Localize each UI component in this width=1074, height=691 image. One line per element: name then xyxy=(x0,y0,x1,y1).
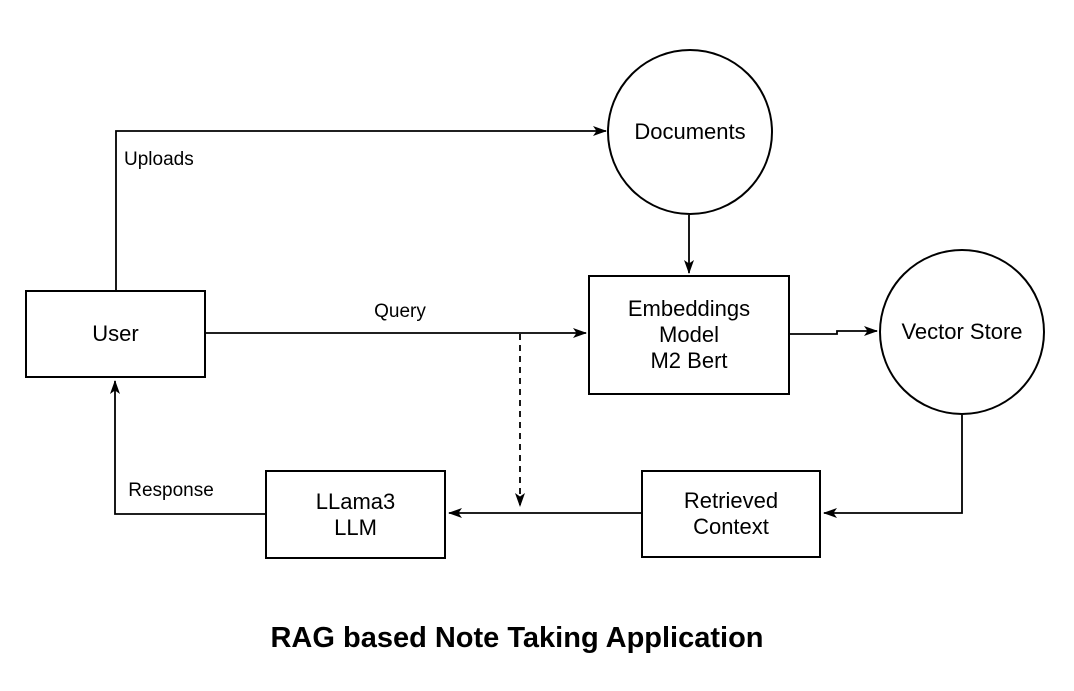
node-documents-label: Documents xyxy=(634,119,746,144)
edge-label-uploads: Uploads xyxy=(124,149,194,171)
node-user-label: User xyxy=(92,321,139,346)
node-vector-store: Vector Store xyxy=(879,249,1045,415)
edge-label-response: Response xyxy=(128,480,214,502)
node-embeddings-model: Embeddings Model M2 Bert xyxy=(588,275,790,395)
node-documents: Documents xyxy=(607,49,773,215)
edge-llama3-to-user-response xyxy=(110,380,265,515)
edge-embeddings-to-vector-store xyxy=(790,326,878,336)
node-llama3-llm-line2: LLM xyxy=(334,514,377,540)
node-embeddings-model-line1: Embeddings xyxy=(627,296,751,321)
node-user: User xyxy=(25,290,206,378)
node-retrieved-context-line2: Context xyxy=(693,514,769,539)
node-retrieved-context: Retrieved Context xyxy=(641,470,821,558)
node-embeddings-model-line3: M2 Bert xyxy=(650,348,728,373)
edge-user-to-documents xyxy=(115,126,607,290)
edge-label-query: Query xyxy=(374,301,426,323)
edge-vector-store-to-retrieved-context xyxy=(823,415,963,518)
diagram-title: RAG based Note Taking Application xyxy=(270,622,764,654)
node-llama3-llm-line1: LLama3 xyxy=(315,488,396,514)
node-embeddings-model-line2: Model xyxy=(659,322,719,347)
node-retrieved-context-line1: Retrieved xyxy=(683,488,779,513)
node-llama3-llm: LLama3 LLM xyxy=(265,470,446,559)
node-vector-store-label: Vector Store xyxy=(901,319,1023,344)
